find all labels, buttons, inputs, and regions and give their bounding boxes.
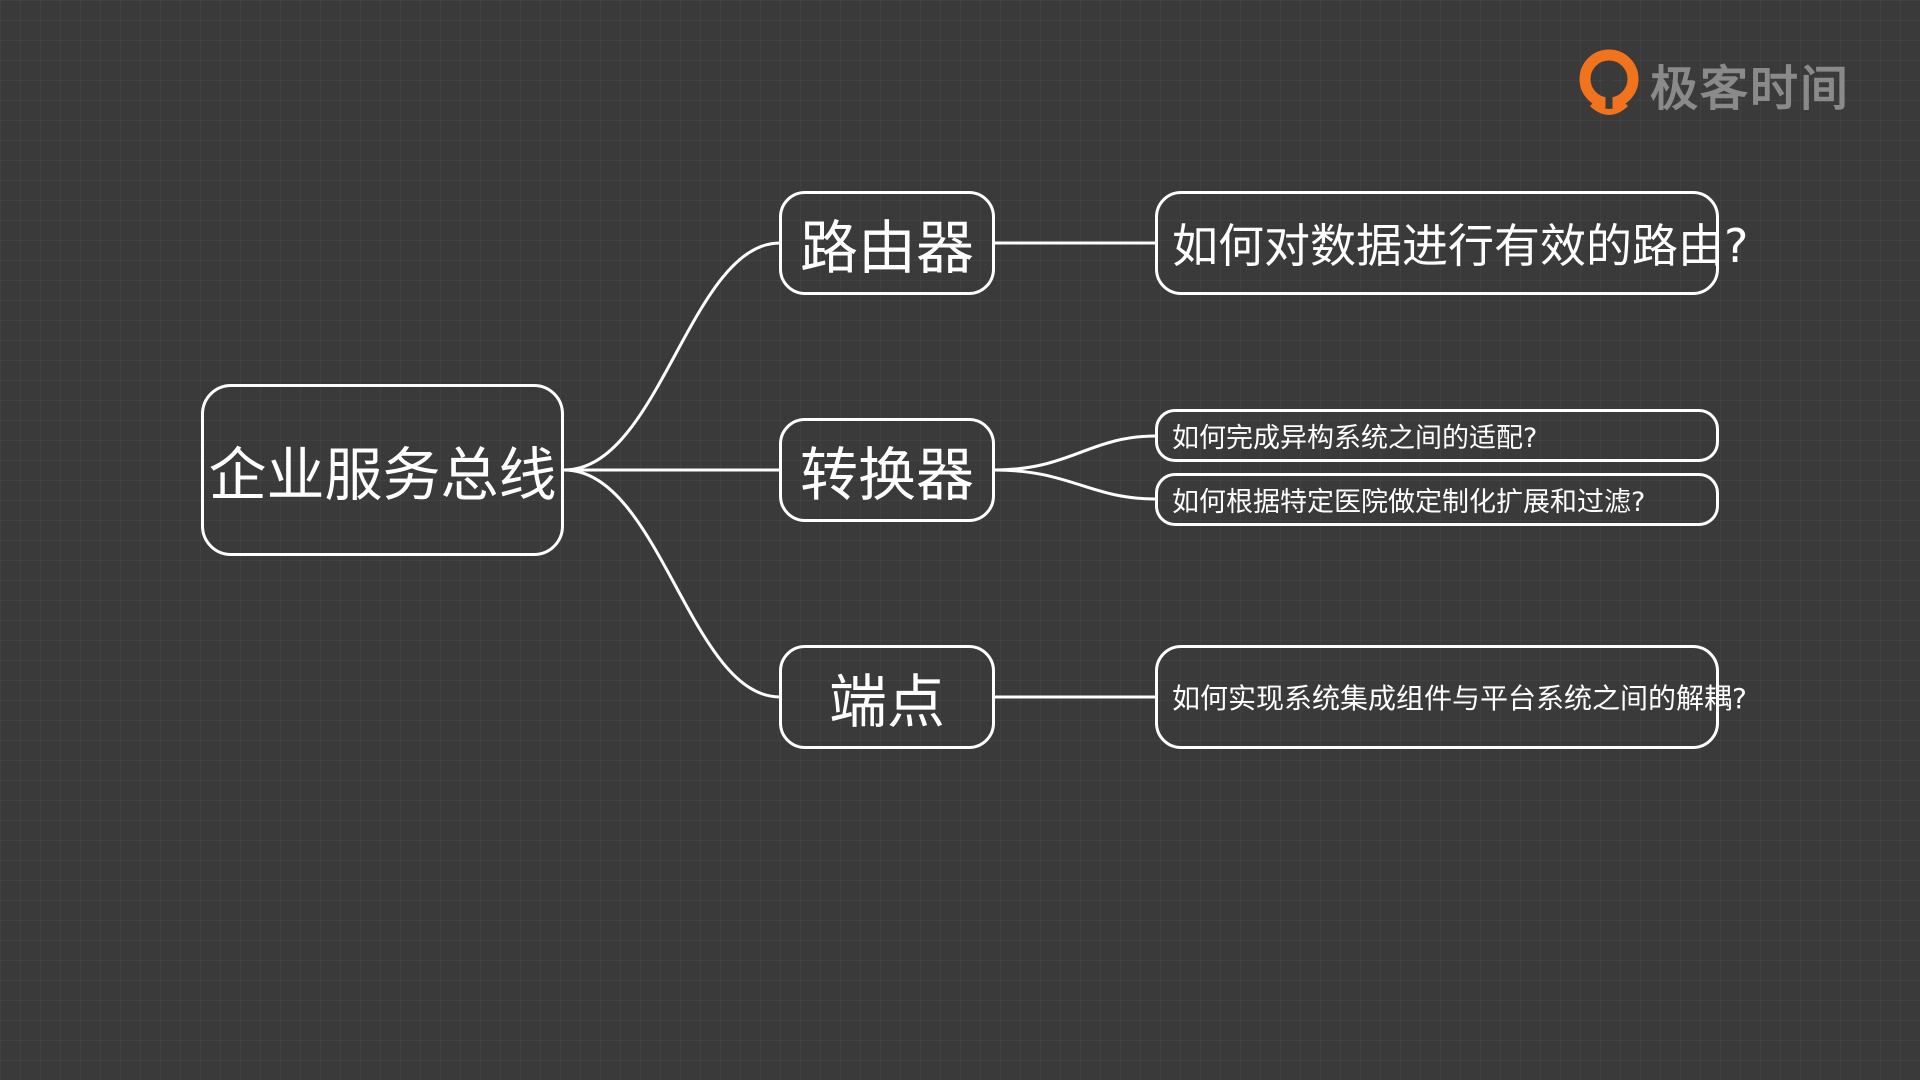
brand-logo-icon (1579, 49, 1639, 115)
question-node-routing-label: 如何对数据进行有效的路由? (1172, 219, 1749, 273)
root-node-label: 企业服务总线 (208, 441, 557, 509)
question-node-decoupling-label: 如何实现系统集成组件与平台系统之间的解耦? (1172, 682, 1747, 715)
question-node-routing[interactable]: 如何对数据进行有效的路由? (1155, 191, 1748, 295)
branch-node-router[interactable]: 路由器 (779, 191, 995, 295)
branch-node-endpoint-label: 端点 (828, 668, 945, 736)
branch-node-endpoint[interactable]: 端点 (779, 645, 995, 749)
branch-node-router-label: 路由器 (799, 214, 974, 282)
question-node-adaptation-label: 如何完成异构系统之间的适配? (1172, 423, 1538, 454)
branch-node-converter-label: 转换器 (799, 441, 974, 509)
branch-node-converter[interactable]: 转换器 (779, 418, 995, 522)
link-root-router (563, 241, 781, 472)
question-node-decoupling[interactable]: 如何实现系统集成组件与平台系统之间的解耦? (1155, 645, 1747, 749)
brand-logo-text: 极客时间 (1650, 61, 1851, 117)
question-node-customization-label: 如何根据特定医院做定制化扩展和过滤? (1172, 487, 1646, 518)
link-converter-q2 (994, 468, 1157, 501)
question-node-adaptation[interactable]: 如何完成异构系统之间的适配? (1155, 409, 1719, 462)
question-node-customization[interactable]: 如何根据特定医院做定制化扩展和过滤? (1155, 473, 1719, 526)
root-node[interactable]: 企业服务总线 (201, 384, 564, 556)
brand-logo: 极客时间 (1578, 48, 1850, 120)
link-root-endpoint (563, 468, 781, 699)
link-converter-q1 (994, 434, 1157, 472)
